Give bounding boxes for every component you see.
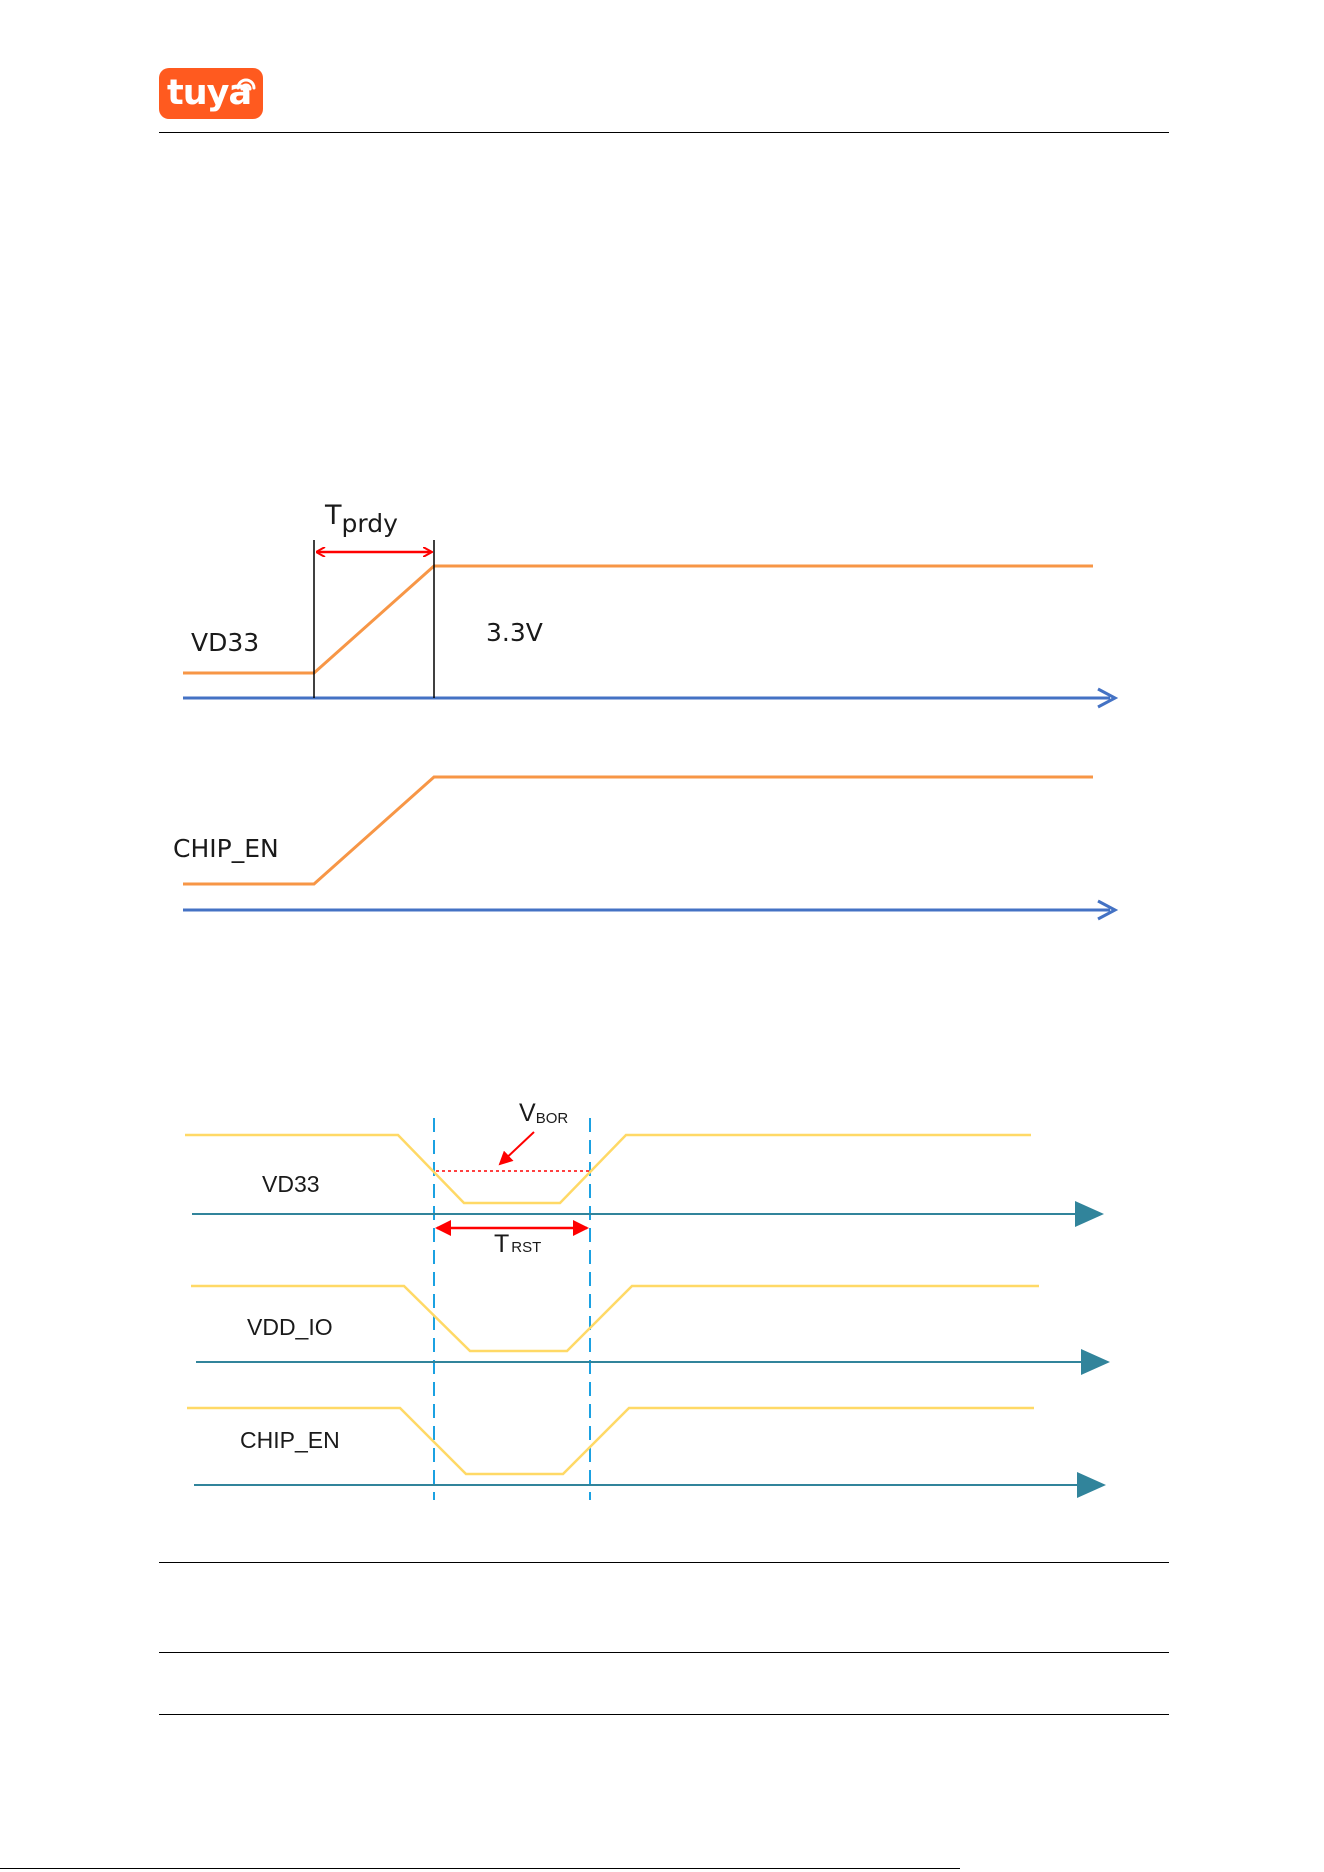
vd33-reset-label: VD33 [262,1171,320,1197]
vbor-pointer-arrow [500,1132,534,1164]
footer-rule [0,1868,960,1869]
vdd-io-time-axis [196,1349,1110,1375]
chip-en-reset-time-axis [194,1472,1106,1498]
chip-en-reset-label: CHIP_EN [240,1427,340,1453]
vd33-reset-time-axis [192,1201,1104,1227]
vdd-io-label: VDD_IO [247,1314,333,1340]
table-rule-bottom [159,1714,1169,1715]
table-rule-top [159,1562,1169,1563]
vbor-label: VBOR [519,1099,568,1127]
table-rule-middle [159,1652,1169,1653]
